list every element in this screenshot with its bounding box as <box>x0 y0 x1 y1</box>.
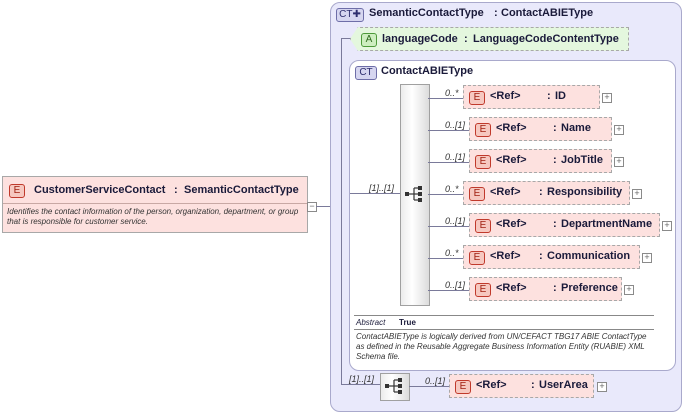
connector-line <box>316 206 330 207</box>
child-element-box[interactable]: E <Ref>: ID <box>463 85 600 109</box>
colon-separator: : <box>539 250 543 262</box>
colon-separator: : <box>553 218 557 230</box>
connector-line <box>341 38 342 384</box>
element-type: Preference <box>561 282 618 294</box>
expand-toggle-icon[interactable]: + <box>614 157 624 167</box>
element-type: UserArea <box>539 379 588 391</box>
complex-type-name: SemanticContactType <box>369 7 484 19</box>
attribute-icon: A <box>361 33 377 47</box>
element-ref: <Ref> <box>476 379 507 391</box>
child-element-box[interactable]: E <Ref>: Responsibility <box>463 181 630 205</box>
sequence-occurrence: [1]..[1] <box>369 183 395 193</box>
element-occurrence: 0..* <box>445 248 459 258</box>
element-ref: <Ref> <box>490 90 521 102</box>
element-icon: E <box>455 380 471 394</box>
child-element-box[interactable]: E <Ref>: Name <box>469 117 612 141</box>
child-element-box[interactable]: E <Ref>: JobTitle <box>469 149 612 173</box>
colon-separator: : <box>553 122 557 134</box>
complex-type-base-type: ContactABIEType <box>501 7 594 19</box>
userarea-element-box[interactable]: E <Ref> : UserArea <box>449 374 594 398</box>
connector-line <box>341 38 351 39</box>
element-icon: E <box>469 187 485 201</box>
expand-toggle-icon[interactable]: + <box>597 382 607 392</box>
colon-separator: : <box>531 379 535 391</box>
abstract-value: True <box>399 318 416 327</box>
extension-sequence-occurrence: [1]..[1] <box>349 374 375 384</box>
element-icon: E <box>475 123 491 137</box>
divider <box>354 315 654 316</box>
connector-line <box>428 258 463 259</box>
colon-separator: : <box>464 33 468 45</box>
element-type: DepartmentName <box>561 218 653 230</box>
element-ref: <Ref> <box>496 154 527 166</box>
colon-separator: : <box>553 282 557 294</box>
element-icon: E <box>9 184 25 198</box>
element-occurrence: 0..* <box>445 184 459 194</box>
element-icon: E <box>469 251 485 265</box>
element-ref: <Ref> <box>490 186 521 198</box>
connector-line <box>428 98 463 99</box>
element-occurrence: 0..[1] <box>445 216 466 226</box>
inner-complex-type-name: ContactABIEType <box>381 65 474 77</box>
element-icon: E <box>469 91 485 105</box>
connector-line <box>350 193 400 194</box>
attribute-type: LanguageCodeContentType <box>473 33 619 45</box>
element-occurrence: 0..* <box>445 88 459 98</box>
connector-line <box>409 386 449 387</box>
element-occurrence: 0..[1] <box>445 120 466 130</box>
element-icon: E <box>475 283 491 297</box>
root-element-box[interactable]: E CustomerServiceContact : SemanticConta… <box>2 176 308 233</box>
element-type: Name <box>561 122 591 134</box>
expand-toggle-icon[interactable]: + <box>602 93 612 103</box>
child-element-box[interactable]: E <Ref>: Communication <box>463 245 640 269</box>
element-ref: <Ref> <box>496 282 527 294</box>
child-element-box[interactable]: E <Ref>: DepartmentName <box>469 213 660 237</box>
element-icon: E <box>475 155 491 169</box>
complex-type-icon: CT <box>355 66 377 80</box>
colon-separator: : <box>174 184 178 196</box>
root-element-type: SemanticContactType <box>184 184 299 196</box>
connector-line <box>428 194 463 195</box>
element-ref: <Ref> <box>496 218 527 230</box>
sequence-compositor[interactable] <box>400 84 430 306</box>
child-element-box[interactable]: E <Ref>: Preference <box>469 277 622 301</box>
attribute-box[interactable]: A languageCode : LanguageCodeContentType <box>350 27 629 51</box>
root-element-name: CustomerServiceContact <box>34 184 166 196</box>
expand-toggle-icon[interactable]: + <box>614 125 624 135</box>
expand-toggle-icon[interactable]: + <box>662 221 672 231</box>
element-type: JobTitle <box>561 154 603 166</box>
connector-line <box>428 130 469 131</box>
colon-separator: : <box>539 186 543 198</box>
connector-line <box>428 226 469 227</box>
abstract-label: Abstract <box>356 318 386 327</box>
attribute-name: languageCode <box>382 33 458 45</box>
element-icon: E <box>475 219 491 233</box>
userarea-occurrence: 0..[1] <box>425 376 446 386</box>
expand-toggle-icon[interactable]: − <box>307 202 317 212</box>
sequence-icon <box>385 378 402 394</box>
connector-line <box>428 290 469 291</box>
colon-separator: : <box>547 90 551 102</box>
element-ref: <Ref> <box>490 250 521 262</box>
element-type: ID <box>555 90 566 102</box>
connector-line <box>428 162 469 163</box>
expand-toggle-icon[interactable]: + <box>632 189 642 199</box>
root-element-description: Identifies the contact information of th… <box>7 207 299 226</box>
connector-line <box>341 384 380 385</box>
expand-toggle-icon[interactable]: + <box>642 253 652 263</box>
type-documentation: ContactABIEType is logically derived fro… <box>356 332 647 361</box>
element-type: Responsibility <box>547 186 623 198</box>
extension-sequence-compositor[interactable] <box>380 373 410 401</box>
element-type: Communication <box>547 250 631 262</box>
element-occurrence: 0..[1] <box>445 280 466 290</box>
root-element-header <box>3 177 307 204</box>
colon-separator: : <box>494 7 498 19</box>
element-ref: <Ref> <box>496 122 527 134</box>
element-occurrence: 0..[1] <box>445 152 466 162</box>
divider <box>354 329 654 330</box>
colon-separator: : <box>553 154 557 166</box>
sequence-icon <box>405 186 422 202</box>
expand-toggle-icon[interactable]: + <box>624 285 634 295</box>
complex-type-extension-icon: CT✚ <box>336 8 364 22</box>
